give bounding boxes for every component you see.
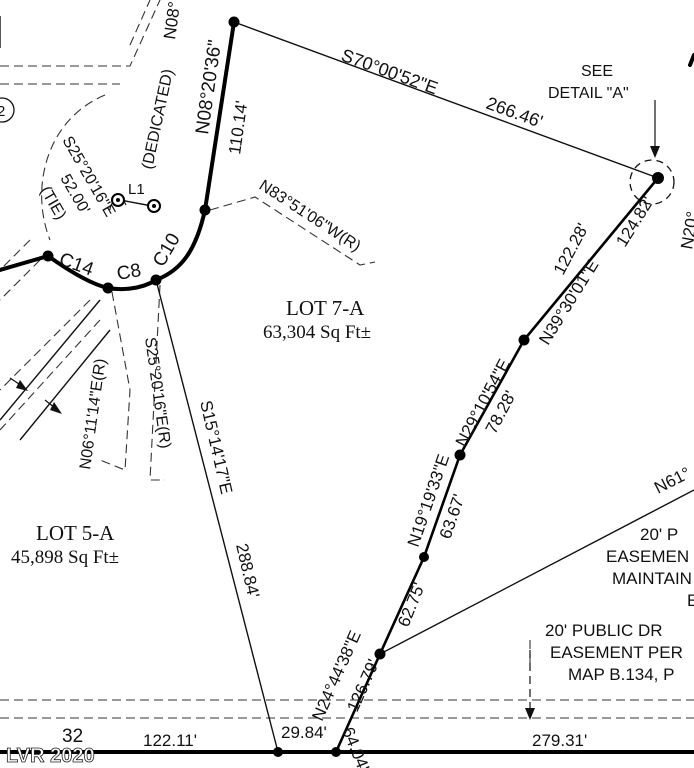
- monuments: [42, 16, 664, 757]
- lot-7a-area: 63,304 Sq Ft±: [263, 322, 371, 343]
- east-upper-total: 124.82': [612, 193, 657, 250]
- monument: [518, 334, 530, 346]
- n61-label: N61°: [651, 463, 693, 497]
- road-edge: [0, 254, 50, 272]
- easement-upper-4: E: [687, 591, 694, 610]
- monument: [331, 747, 341, 757]
- detail-line1: SEE: [581, 63, 613, 80]
- monument: [42, 250, 54, 262]
- north-line-bearing: S70°00'52"E: [339, 45, 441, 98]
- detail-arrowhead: [650, 146, 660, 158]
- dashed-lines: [0, 0, 694, 719]
- west-long-bearing: S15°14'17"E: [196, 399, 236, 496]
- circle-label: 2: [0, 103, 5, 120]
- west-top-bearing: N08°20'36": [192, 39, 226, 136]
- easement-lower-2: EASEMENT PER: [550, 643, 683, 662]
- curve-c14: C14: [56, 249, 96, 281]
- east-boundary: [334, 176, 660, 754]
- south-seg3: 279.31': [532, 731, 587, 750]
- radial-c8-bearing: S25°20'16"E(R): [141, 336, 173, 449]
- monument: [454, 449, 466, 461]
- n20-label: N20°: [677, 210, 694, 251]
- monument: [228, 16, 240, 28]
- easement-upper-2: EASEMEN: [606, 547, 689, 566]
- monument: [419, 552, 429, 562]
- monument: [374, 648, 386, 660]
- monument: [199, 204, 211, 216]
- monument: [102, 282, 114, 294]
- detail-circle: [629, 159, 675, 205]
- monument: [273, 747, 283, 757]
- easement-upper-3: MAINTAIN: [612, 569, 692, 588]
- line-l1: L1: [128, 181, 145, 198]
- monument: [150, 274, 162, 286]
- radial-ne-bearing: N83°51'06"W(R): [256, 177, 364, 255]
- lot-7a-name: LOT 7-A: [286, 296, 365, 320]
- dedicated-label: (DEDICATED): [139, 68, 177, 171]
- south-seg1: 122.11': [143, 731, 197, 750]
- north-lot-line: [233, 21, 659, 179]
- radial-c14-bearing: N06°11'14"E(R): [77, 357, 109, 470]
- detail-line2: DETAIL "A": [548, 85, 629, 102]
- lot-5a-area: 45,898 Sq Ft±: [11, 547, 119, 568]
- curve-c8: C8: [115, 260, 143, 285]
- west-lot-line: [155, 279, 279, 753]
- west-top-distance: 110.14': [225, 99, 251, 155]
- easement-lower-1: 20' PUBLIC DR: [545, 621, 663, 640]
- lot-lines: [0, 16, 694, 753]
- watermark: LVR 2020: [6, 745, 95, 767]
- east-bottom-seg: 64.04': [338, 724, 373, 768]
- easement-line: [379, 489, 694, 655]
- east-lower2-distance: 62.75': [394, 580, 429, 630]
- east-lower-distance: 63.67': [436, 492, 469, 541]
- lot-5a-name: LOT 5-A: [36, 521, 115, 545]
- monument: [652, 172, 664, 184]
- easement-upper-1: 20' P: [640, 525, 678, 544]
- south-seg2: 29.84': [281, 723, 327, 742]
- easement-lower-3: MAP B.134, P: [568, 665, 674, 684]
- south-32-label: 32: [62, 726, 83, 747]
- n08-top-label: N08°: [160, 0, 184, 40]
